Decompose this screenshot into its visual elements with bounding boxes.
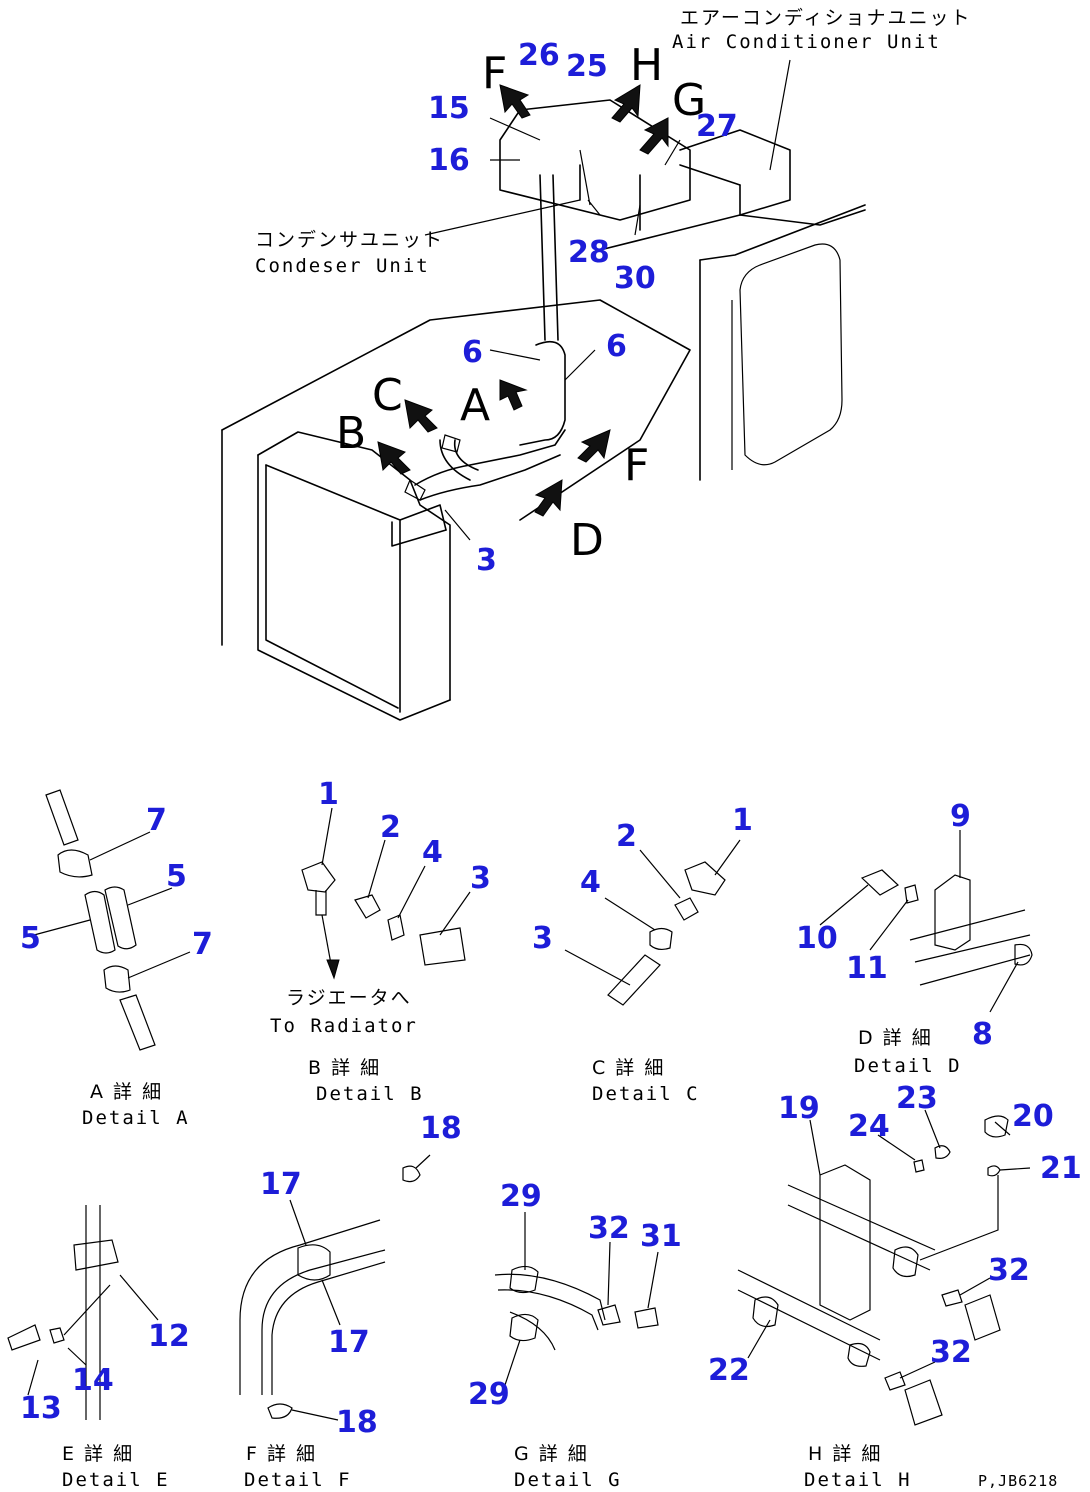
detail-C-callout-4: 4 [580, 865, 601, 900]
view-arrow-C [404, 399, 438, 433]
detail-E: 12 14 13 E 詳 細 Detail E [7, 1205, 190, 1491]
callout-25: 25 [566, 49, 608, 84]
detail-H-callout-32-upper: 32 [988, 1253, 1030, 1288]
detail-B-note-jp: ラジエータへ [286, 987, 412, 1009]
view-arrow-H [611, 84, 641, 123]
detail-H-title-en: Detail H [804, 1469, 912, 1491]
detail-D-callout-11: 11 [846, 951, 888, 986]
detail-G-callout-29-bottom: 29 [468, 1377, 510, 1412]
callout-15: 15 [428, 91, 470, 126]
detail-F-callout-17-top: 17 [260, 1167, 302, 1202]
detail-F-title-jp: F 詳 細 [246, 1443, 317, 1465]
view-letter-D: D [570, 515, 604, 566]
detail-G: 29 32 31 29 G 詳 細 Detail G [468, 1179, 682, 1491]
detail-A-callout-5-left: 5 [20, 921, 41, 956]
callout-27: 27 [696, 109, 738, 144]
detail-D: 9 10 11 8 D 詳 細 Detail D [796, 799, 1033, 1077]
detail-H-callout-22: 22 [708, 1353, 750, 1388]
detail-G-title-en: Detail G [514, 1469, 622, 1491]
detail-C-callout-1: 1 [732, 803, 753, 838]
view-arrow-D [534, 479, 563, 517]
callout-3-main: 3 [476, 543, 497, 578]
view-letter-H: H [630, 40, 663, 91]
detail-E-callout-13: 13 [20, 1391, 62, 1426]
detail-A-callout-7-bottom: 7 [192, 927, 213, 962]
detail-F-callout-18-top: 18 [420, 1111, 462, 1146]
detail-H-callout-21: 21 [1040, 1151, 1082, 1186]
detail-H: 19 24 23 20 21 32 22 32 H 詳 細 Detail H [708, 1081, 1082, 1491]
callout-26: 26 [518, 38, 560, 73]
callout-6-right: 6 [606, 329, 627, 364]
detail-E-title-en: Detail E [62, 1469, 170, 1491]
detail-E-callout-12: 12 [148, 1319, 190, 1354]
detail-C-title-jp: C 詳 細 [592, 1057, 665, 1079]
detail-D-callout-8: 8 [972, 1017, 993, 1052]
callout-28: 28 [568, 235, 610, 270]
detail-A-title-jp: A 詳 細 [90, 1081, 163, 1103]
detail-A-callout-5-right: 5 [166, 859, 187, 894]
view-letter-G: G [672, 75, 706, 126]
view-letter-B: B [336, 408, 366, 459]
callout-16: 16 [428, 143, 470, 178]
view-arrow-F-mid [577, 429, 611, 463]
detail-D-title-en: Detail D [854, 1055, 962, 1077]
detail-G-callout-31: 31 [640, 1219, 682, 1254]
view-letter-F-top: F [482, 48, 507, 99]
detail-H-callout-32-lower: 32 [930, 1335, 972, 1370]
detail-F-callout-18-bottom: 18 [336, 1405, 378, 1440]
detail-D-callout-10: 10 [796, 921, 838, 956]
drawing-code: P,JB6218 [978, 1472, 1058, 1490]
detail-C-callout-2: 2 [616, 819, 637, 854]
detail-H-callout-24: 24 [848, 1109, 890, 1144]
view-arrow-F-top [499, 84, 531, 119]
detail-D-title-jp: D 詳 細 [858, 1027, 933, 1049]
detail-H-title-jp: H 詳 細 [808, 1443, 882, 1465]
detail-A-callout-7-top: 7 [146, 803, 167, 838]
view-arrow-B [377, 441, 411, 475]
aircon-label-jp: エアーコンディショナユニット [680, 7, 972, 29]
view-letter-C: C [372, 370, 403, 421]
main-assembly-view: F H G C A B F D コンデンサユニット Condeser Unit … [221, 7, 972, 721]
detail-B-callout-1: 1 [318, 777, 339, 812]
view-arrow-A [499, 379, 528, 411]
callout-30: 30 [614, 261, 656, 296]
detail-F-title-en: Detail F [244, 1469, 352, 1491]
detail-C-title-en: Detail C [592, 1083, 700, 1105]
condenser-label-en: Condeser Unit [255, 255, 430, 277]
detail-B-callout-3: 3 [470, 861, 491, 896]
view-letter-A: A [460, 380, 490, 431]
detail-E-callout-14: 14 [72, 1363, 114, 1398]
detail-C: 2 1 4 3 C 詳 細 Detail C [532, 803, 753, 1105]
detail-D-callout-9: 9 [950, 799, 971, 834]
detail-C-callout-3: 3 [532, 921, 553, 956]
detail-H-callout-20: 20 [1012, 1099, 1054, 1134]
callout-6-left: 6 [462, 335, 483, 370]
detail-B: 1 2 4 3 ラジエータへ To Radiator B 詳 細 Detail … [270, 777, 491, 1105]
detail-B-note-en: To Radiator [270, 1015, 418, 1037]
detail-H-callout-23: 23 [896, 1081, 938, 1116]
detail-B-callout-4: 4 [422, 835, 443, 870]
aircon-label-en: Air Conditioner Unit [672, 31, 941, 53]
condenser-label-jp: コンデンサユニット [255, 229, 444, 251]
detail-A-title-en: Detail A [82, 1107, 190, 1129]
view-arrow-G [639, 117, 669, 155]
detail-A: 7 5 5 7 A 詳 細 Detail A [20, 789, 213, 1129]
detail-G-callout-29-top: 29 [500, 1179, 542, 1214]
detail-B-title-jp: B 詳 細 [308, 1057, 381, 1079]
detail-B-title-en: Detail B [316, 1083, 424, 1105]
detail-G-title-jp: G 詳 細 [514, 1443, 589, 1465]
detail-H-callout-19: 19 [778, 1091, 820, 1126]
detail-F: 18 17 17 18 F 詳 細 Detail F [239, 1111, 462, 1491]
detail-B-callout-2: 2 [380, 810, 401, 845]
detail-F-callout-17-bottom: 17 [328, 1325, 370, 1360]
detail-E-title-jp: E 詳 細 [62, 1443, 134, 1465]
detail-G-callout-32: 32 [588, 1211, 630, 1246]
view-letter-F-mid: F [624, 440, 649, 491]
